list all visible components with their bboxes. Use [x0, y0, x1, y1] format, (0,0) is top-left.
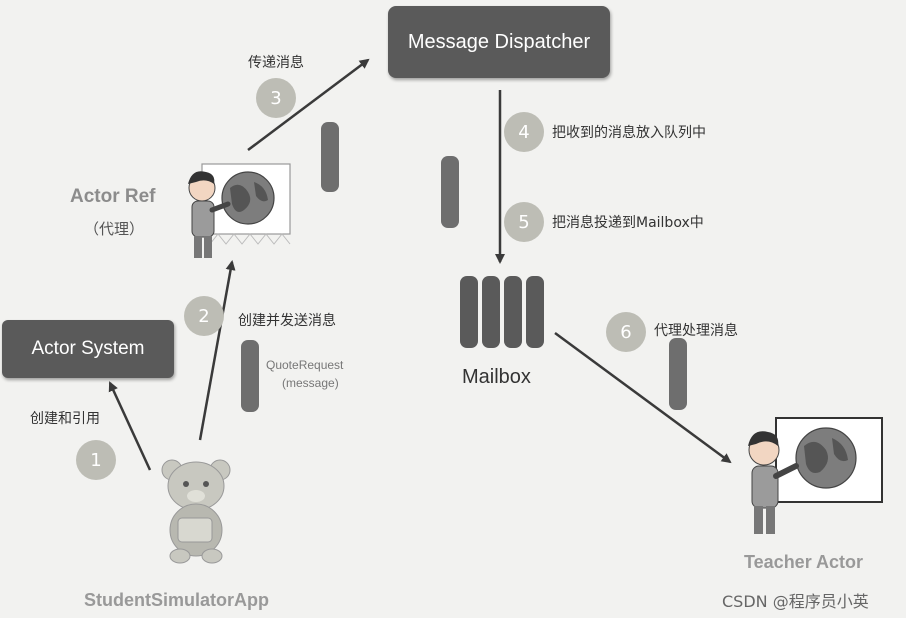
quote-request-label: QuoteRequest — [266, 358, 344, 372]
arrow-student-to-actor-system — [108, 381, 152, 471]
step-3-label: 传递消息 — [248, 55, 304, 71]
step-2-label: 创建并发送消息 — [238, 313, 336, 329]
step-4-label: 把收到的消息放入队列中 — [552, 125, 706, 141]
student-bear-illustration — [161, 459, 231, 564]
message-pill-2 — [441, 156, 459, 228]
teacher-actor-illustration — [748, 417, 883, 534]
mailbox-slot — [460, 276, 478, 348]
arrow-mailbox-to-teacher — [554, 331, 732, 464]
step-1-circle: 1 — [76, 440, 116, 480]
student-app-label: StudentSimulatorApp — [84, 590, 269, 610]
mailbox-slot — [482, 276, 500, 348]
step-1-label: 创建和引用 — [30, 411, 100, 427]
message-pill-4 — [669, 338, 687, 410]
watermark: CSDN @程序员小英 — [722, 592, 869, 611]
mailbox-slot — [504, 276, 522, 348]
message-pill-1 — [321, 122, 339, 192]
quote-request-sub-label: (message) — [282, 376, 339, 390]
mailbox-slot — [526, 276, 544, 348]
step-6-circle: 6 — [606, 312, 646, 352]
mailbox-label: Mailbox — [462, 366, 531, 388]
actor-ref-illustration — [188, 163, 291, 258]
arrow-actor-ref-to-dispatcher — [247, 58, 370, 151]
step-4-circle: 4 — [504, 112, 544, 152]
step-6-label: 代理处理消息 — [654, 323, 738, 339]
message-dispatcher-label: Message Dispatcher — [407, 30, 591, 53]
arrow-student-to-actor-ref — [198, 260, 236, 441]
teacher-actor-label: Teacher Actor — [744, 552, 864, 572]
step-3-circle: 3 — [256, 78, 296, 118]
step-5-label: 把消息投递到Mailbox中 — [552, 215, 704, 231]
actor-ref-cn-label: （代理） — [84, 220, 145, 238]
step-5-circle: 5 — [504, 202, 544, 242]
actor-ref-label: Actor Ref — [70, 186, 156, 207]
actor-system-label: Actor System — [31, 338, 145, 359]
message-dispatcher-box: Message Dispatcher — [388, 6, 610, 78]
mailbox-queue — [458, 276, 548, 348]
actor-system-box: Actor System — [2, 320, 174, 378]
step-2-circle: 2 — [184, 296, 224, 336]
message-pill-3 — [241, 340, 259, 412]
